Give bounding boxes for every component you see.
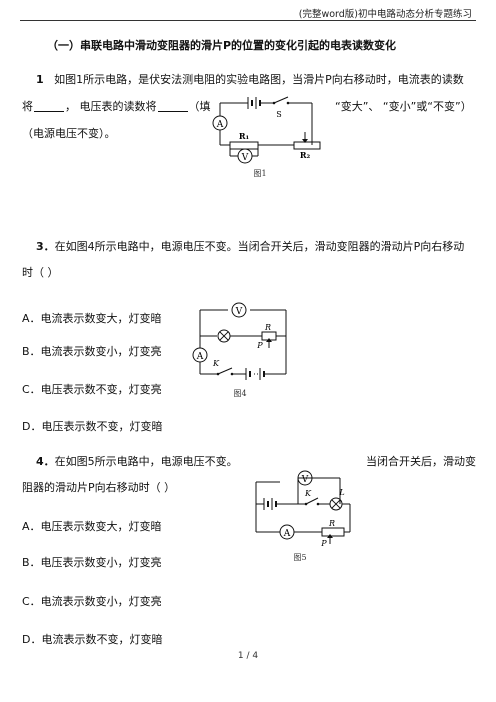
fig1-r1-label: R₁ [239,131,249,141]
q1-text-3: （电源电压不变）。 [22,127,116,140]
fig1-voltmeter-label: V [241,153,249,163]
q4-option-b: B．电压表示数变小，灯变亮 [22,556,162,569]
fig5-voltmeter-label: V [301,475,309,485]
fig4-voltmeter-label: V [235,307,243,317]
q3-text-2: 时（ ） [22,266,59,279]
q4-option-a: A．电压表示数变大，灯变暗 [22,520,162,533]
q3-number: 3． [36,240,55,253]
q1-text-2b: ， 电压表的读数将 [65,100,157,113]
fig1-switch-label: S [276,110,281,119]
fig5-k-label: K [304,489,312,498]
q4-text-1a: 在如图5所示电路中，电源电压不变。 [54,455,238,468]
q1-text-2c: （填 [188,100,211,113]
q3-text-1: 在如图4所示电路中，电源电压不变。当闭合开关后，滑动变阻器的滑动片P向右移动 [54,240,465,253]
page-header: (完整word版)初中电路动态分析专题练习 [298,9,472,20]
q3-option-a: A．电流表示数变大，灯变暗 [22,312,162,325]
q1-text-2d: “变大”、 “变小”或“不变”） [335,100,472,113]
q1-text-1: 如图1所示电路，是伏安法测电阻的实验电路图，当滑片P向右移动时，电流表的读数 [54,73,464,86]
fig5-caption: 图5 [293,553,306,562]
header-rule [20,20,476,21]
fig1-r2-label: R₂ [300,150,311,160]
q1-line2: 将 ， 电压表的读数将 （填 [22,101,211,112]
fig5-ammeter-label: A [283,529,291,539]
fig4-p-label: P [256,341,263,350]
q4-text-2: 阻器的滑动片P向右移动时（ ） [22,481,176,494]
q4-option-d: D．电流表示数不变，灯变暗 [22,633,163,646]
fig5-r-label: R [328,519,335,528]
q1-blank-current [34,101,64,112]
q3-option-b: B．电流表示数变小，灯变亮 [22,345,162,358]
figure-5-circuit: V A K L R P 图5 [255,470,351,562]
q1-line1: 1 如图1所示电路，是伏安法测电阻的实验电路图，当滑片P向右移动时，电流表的读数 [36,74,464,85]
q1-number: 1 [36,73,44,86]
figure-1-circuit: A V S R₁ R₂ 图1 [212,96,321,178]
fig1-ammeter-label: A [216,120,224,130]
section-title: （一）串联电路中滑动变阻器的滑片P的位置的变化引起的电表读数变化 [47,39,397,52]
fig1-caption: 图1 [253,169,266,178]
q3-option-d: D．电压表示数不变，灯变暗 [22,420,163,433]
fig4-caption: 图4 [233,389,246,398]
page-number: 1 / 4 [237,651,259,661]
fig5-p-label: P [320,539,327,548]
figure-4-circuit: V A R P K 图4 [192,302,287,398]
q1-blank-voltage [157,101,188,112]
q4-line1: 4．在如图5所示电路中，电源电压不变。 [36,456,238,467]
fig5-l-label: L [338,488,344,497]
q4-number: 4． [36,455,55,468]
q3-option-c: C．电压表示数不变，灯变亮 [22,383,162,396]
fig4-k-label: K [212,359,220,368]
fig4-r-label: R [264,323,271,332]
q1-text-2a: 将 [22,100,33,113]
q4-option-c: C．电流表示数变小，灯变亮 [22,595,162,608]
fig4-ammeter-label: A [196,352,204,362]
q3-line1: 3．在如图4所示电路中，电源电压不变。当闭合开关后，滑动变阻器的滑动片P向右移动 [36,241,464,252]
q4-text-1b: 当闭合开关后，滑动变 [366,455,476,468]
